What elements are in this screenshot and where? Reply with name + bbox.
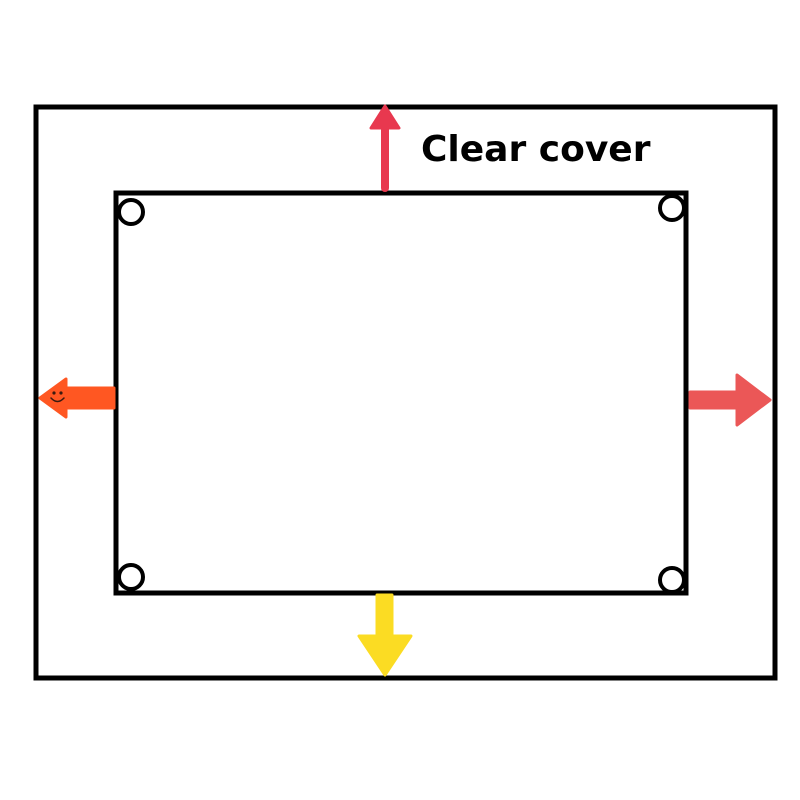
clear-cover-label: Clear cover [421,129,651,170]
inner-cover [113,190,689,596]
arrow-down-icon [357,593,413,677]
arrow-left-smiley-icon [38,377,116,419]
arrow-up-icon [369,104,401,192]
corner-ring-bottom-right-icon [658,566,686,594]
corner-ring-top-left-icon [117,198,145,226]
arrow-right-icon [688,373,772,427]
outer-frame [33,104,778,681]
corner-ring-top-right-icon [658,194,686,222]
corner-ring-bottom-left-icon [117,563,145,591]
